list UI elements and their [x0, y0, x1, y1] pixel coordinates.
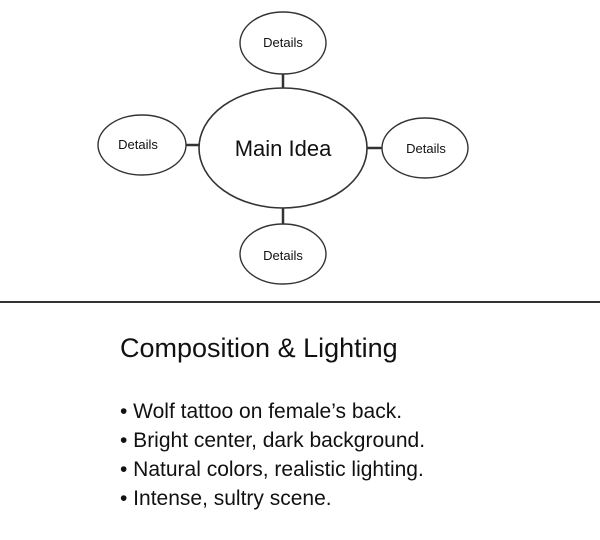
- details-node-top: [239, 11, 327, 75]
- details-node-bottom: [239, 223, 327, 285]
- bullet-item: • Wolf tattoo on female’s back.: [120, 400, 403, 423]
- details-label-left: Details: [118, 137, 158, 152]
- bullet-item: • Intense, sultry scene.: [120, 487, 332, 510]
- bullet-list: • Wolf tattoo on female’s back. • Bright…: [120, 397, 425, 513]
- main-idea-label: Main Idea: [235, 136, 332, 161]
- bullet-item: • Bright center, dark background.: [120, 429, 426, 452]
- mind-map-diagram: Main Idea Details Details Details Detail…: [97, 11, 469, 285]
- horizontal-divider: [0, 301, 600, 303]
- details-label-bottom: Details: [263, 248, 303, 263]
- details-label-right: Details: [406, 141, 446, 156]
- mind-map-canvas: Main Idea Details Details Details Detail…: [97, 11, 469, 285]
- details-node-left: [97, 114, 187, 176]
- bullet-item: • Natural colors, realistic lighting.: [120, 458, 424, 481]
- section-title: Composition & Lighting: [120, 333, 398, 363]
- main-idea-node: [198, 87, 368, 209]
- details-node-right: [381, 117, 469, 179]
- details-label-top: Details: [263, 35, 303, 50]
